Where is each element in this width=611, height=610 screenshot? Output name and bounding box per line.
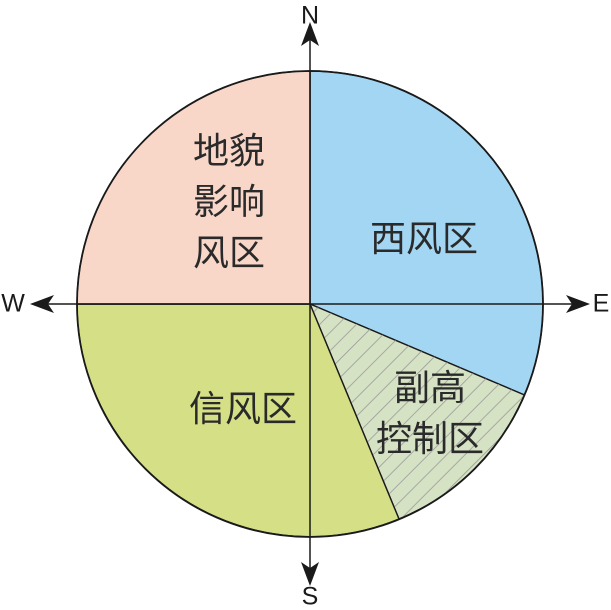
north-arrow-icon	[301, 22, 319, 46]
north-label: N	[301, 2, 319, 30]
zone-label-subtropical-high-line1: 副高	[394, 368, 466, 409]
east-label: E	[593, 290, 610, 318]
zone-label-terrain-line2: 影响	[193, 182, 265, 223]
compass-arrows	[30, 22, 590, 586]
east-arrow-icon	[566, 295, 590, 313]
south-arrow-icon	[301, 562, 319, 586]
zone-label-terrain-line3: 风区	[193, 233, 265, 274]
sector-subtropical-high-hatch	[310, 304, 525, 519]
zone-label-subtropical-high-line2: 控制区	[376, 419, 484, 460]
west-arrow-icon	[30, 295, 54, 313]
west-label: W	[1, 290, 25, 318]
zone-label-trade-wind: 信风区	[189, 389, 297, 430]
zone-label-west-wind: 西风区	[370, 219, 478, 260]
compass-axes	[48, 40, 572, 570]
south-label: S	[302, 583, 319, 610]
zone-label-terrain-line1: 地貌	[193, 131, 265, 172]
